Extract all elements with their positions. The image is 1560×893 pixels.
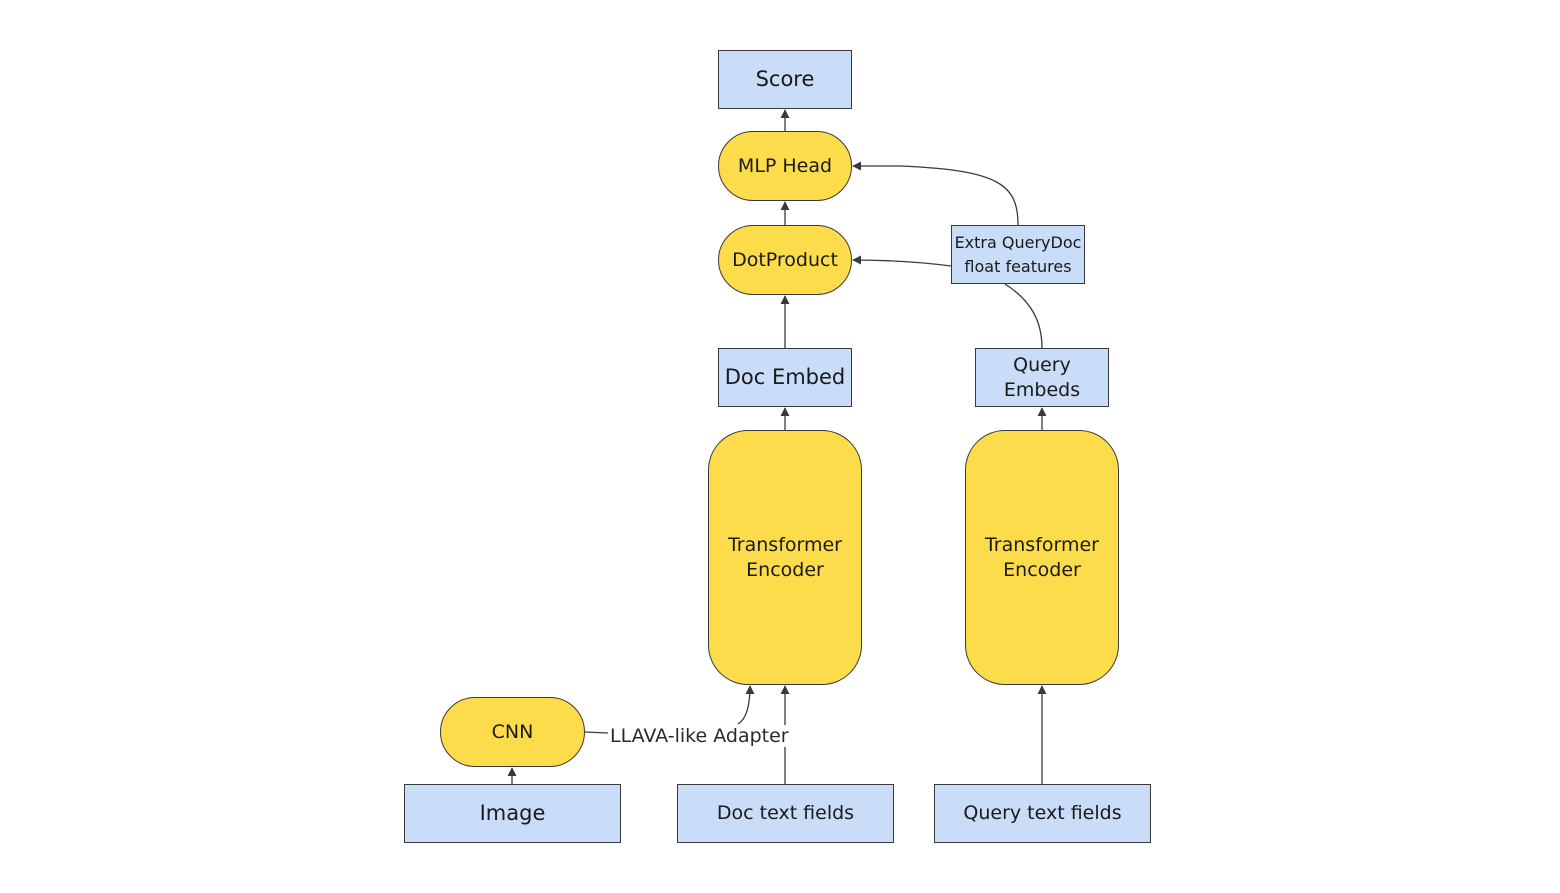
query-embeds-node: Query Embeds <box>975 348 1109 407</box>
doc-text-fields-node: Doc text fields <box>677 784 894 843</box>
query-transformer-encoder-node: Transformer Encoder <box>965 430 1119 685</box>
query-text-fields-label: Query text fields <box>963 802 1122 825</box>
doc-embed-node: Doc Embed <box>718 348 852 407</box>
edge-queryembeds-to-extra <box>1004 283 1043 349</box>
adapter-edge-label: LLAVA-like Adapter <box>608 725 791 747</box>
dot-product-node: DotProduct <box>718 225 852 295</box>
edge-extra-to-mlp <box>852 161 1019 226</box>
doc-transformer-encoder-node: Transformer Encoder <box>708 430 862 685</box>
mlp-head-node: MLP Head <box>718 131 852 201</box>
image-label: Image <box>479 800 546 825</box>
edge-extra-to-dot <box>852 255 952 267</box>
doc-text-fields-label: Doc text fields <box>716 802 855 825</box>
query-embeds-label: Query Embeds <box>1003 353 1081 401</box>
score-label: Score <box>755 66 815 91</box>
doc-transformer-encoder-label: Transformer Encoder <box>727 533 842 581</box>
image-node: Image <box>404 784 621 843</box>
cnn-label: CNN <box>491 720 534 743</box>
mlp-head-label: MLP Head <box>737 154 833 177</box>
score-node: Score <box>718 50 852 109</box>
extra-features-label: Extra QueryDoc float features <box>954 233 1082 276</box>
query-text-fields-node: Query text fields <box>934 784 1151 843</box>
edge-adapter-to-docenc <box>737 685 755 725</box>
extra-features-node: Extra QueryDoc float features <box>951 225 1085 284</box>
cnn-node: CNN <box>440 697 585 767</box>
doc-embed-label: Doc Embed <box>724 364 846 389</box>
dot-product-label: DotProduct <box>732 248 838 271</box>
query-transformer-encoder-label: Transformer Encoder <box>984 533 1099 581</box>
edge-cnn-to-adapter <box>584 731 609 734</box>
